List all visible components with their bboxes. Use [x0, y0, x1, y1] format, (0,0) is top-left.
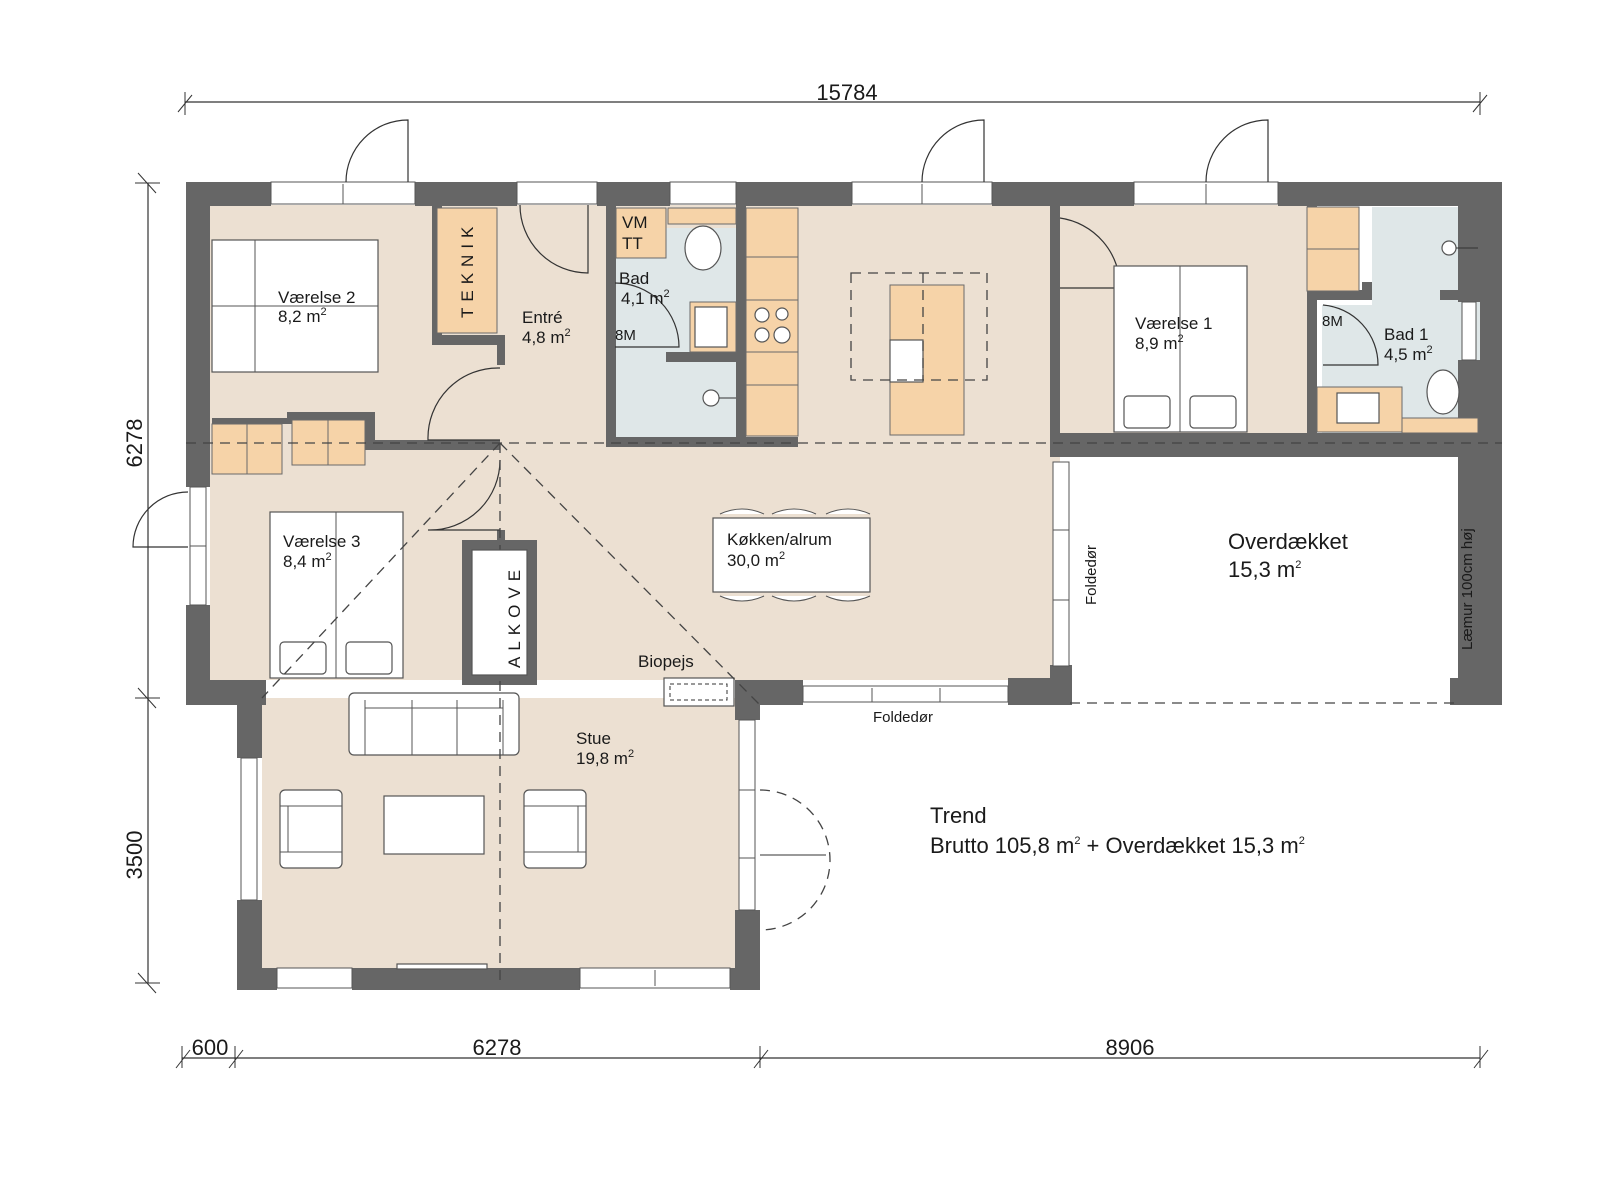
- svg-text:Bad: Bad: [619, 269, 649, 288]
- dim-bottom-a: 600: [192, 1035, 229, 1060]
- plan-areas: Brutto 105,8 m2 + Overdækket 15,3 m2: [930, 833, 1305, 858]
- svg-text:Værelse 2: Værelse 2: [278, 288, 355, 307]
- foldedoer-bottom-label: Foldedør: [873, 709, 933, 726]
- room-bad: VM TT Bad 4,1 m2 8M: [615, 213, 670, 344]
- dim-bottom-c: 8906: [1106, 1035, 1155, 1060]
- svg-text:8,9 m2: 8,9 m2: [1135, 333, 1184, 353]
- room-stue: Stue 19,8 m2: [576, 729, 634, 768]
- dim-bottom-b: 6278: [473, 1035, 522, 1060]
- svg-text:Værelse 3: Værelse 3: [283, 532, 360, 551]
- furniture: [211, 239, 1248, 970]
- svg-text:4,5 m2: 4,5 m2: [1384, 344, 1433, 364]
- room-alkove: ALKOVE: [505, 564, 524, 668]
- svg-text:Bad 1: Bad 1: [1384, 325, 1428, 344]
- guide-lines: [186, 442, 1502, 980]
- svg-text:4,8 m2: 4,8 m2: [522, 327, 571, 347]
- svg-text:Værelse 1: Værelse 1: [1135, 314, 1212, 333]
- foldedoer-side-label: Foldedør: [1083, 545, 1100, 605]
- fixtures: [211, 206, 1479, 707]
- room-vaerelse2: Værelse 2 8,2 m2: [278, 288, 355, 326]
- svg-text:Stue: Stue: [576, 729, 611, 748]
- dim-left-lower: 3500: [122, 831, 147, 880]
- room-koekken: Køkken/alrum 30,0 m2: [727, 530, 832, 570]
- svg-text:VM: VM: [622, 213, 648, 232]
- windows: [189, 181, 1477, 989]
- svg-text:Køkken/alrum: Køkken/alrum: [727, 530, 832, 549]
- room-vaerelse1: Værelse 1 8,9 m2: [1135, 314, 1212, 353]
- svg-text:Entré: Entré: [522, 308, 563, 327]
- biopejs-label: Biopejs: [638, 652, 694, 671]
- room-bad1: 8M Bad 1 4,5 m2: [1322, 313, 1433, 364]
- plan-summary: Trend Brutto 105,8 m2 + Overdækket 15,3 …: [930, 803, 1305, 858]
- svg-text:Overdækket: Overdækket: [1228, 529, 1348, 554]
- dim-top-total: 15784: [816, 80, 877, 105]
- svg-text:8,2 m2: 8,2 m2: [278, 306, 327, 326]
- dimension-lines: [135, 92, 1489, 1069]
- svg-text:8M: 8M: [615, 327, 636, 344]
- room-overdaekket: Overdækket 15,3 m2: [1228, 529, 1348, 582]
- room-entre: Entré 4,8 m2: [522, 308, 571, 347]
- room-teknik: TEKNIK: [458, 221, 477, 318]
- plan-title: Trend: [930, 803, 987, 828]
- walls: [186, 182, 1502, 990]
- svg-text:8M: 8M: [1322, 313, 1343, 330]
- svg-text:19,8 m2: 19,8 m2: [576, 748, 634, 768]
- svg-text:15,3 m2: 15,3 m2: [1228, 557, 1301, 582]
- dim-left-upper: 6278: [122, 419, 147, 468]
- svg-text:8,4 m2: 8,4 m2: [283, 551, 332, 571]
- alkove-box: [471, 549, 528, 676]
- room-vaerelse3: Værelse 3 8,4 m2: [283, 532, 360, 571]
- svg-text:TT: TT: [622, 234, 643, 253]
- svg-text:30,0 m2: 30,0 m2: [727, 550, 785, 570]
- laemur-label: Læmur 100cm høj: [1459, 528, 1476, 650]
- svg-text:4,1 m2: 4,1 m2: [621, 288, 670, 308]
